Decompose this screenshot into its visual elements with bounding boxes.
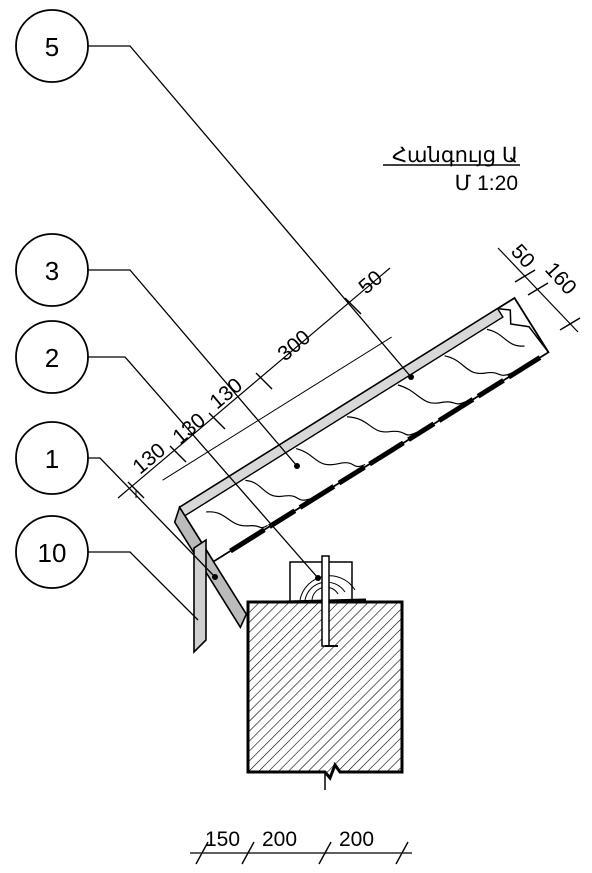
- wall-plate: [284, 555, 367, 647]
- roof-slab: [178, 296, 550, 563]
- right-dim-1: 50: [506, 240, 539, 273]
- callout-1-label: 1: [45, 444, 59, 474]
- detail-title: Հանգույց Ա Մ 1:20: [383, 144, 520, 195]
- callout-10: 10: [15, 515, 199, 621]
- bottom-dimension-chain: 150 200 200: [190, 828, 412, 865]
- soffit-board: [229, 355, 542, 554]
- callout-1: 1: [15, 421, 218, 580]
- detail-title-name: Հանգույց Ա: [392, 144, 518, 167]
- callout-10-label: 10: [38, 538, 67, 568]
- masonry-wall: [246, 600, 404, 790]
- slope-dim-4: 300: [273, 326, 315, 366]
- bottom-dim-2: 200: [262, 828, 297, 851]
- detail-title-scale: Մ 1:20: [455, 172, 518, 195]
- callout-3: 3: [15, 233, 300, 469]
- right-dim-2: 160: [540, 258, 581, 299]
- bottom-dim-3: 200: [339, 828, 374, 851]
- bottom-dim-1: 150: [205, 828, 240, 851]
- timber-grain: [206, 328, 525, 529]
- roof-assembly: [162, 296, 550, 629]
- fascia-plate: [193, 538, 207, 654]
- break-line: [497, 307, 550, 353]
- slope-dim-1: 130: [128, 439, 170, 479]
- slope-dim-3: 130: [205, 374, 247, 414]
- callout-5: 5: [15, 9, 414, 380]
- callout-2-label: 2: [45, 343, 59, 373]
- anchor-bolt: [321, 555, 330, 647]
- callout-3-label: 3: [45, 256, 59, 286]
- fascia: [173, 505, 248, 629]
- callout-5-label: 5: [45, 32, 59, 62]
- top-dim-line: [162, 336, 392, 481]
- callout-2: 2: [15, 320, 321, 581]
